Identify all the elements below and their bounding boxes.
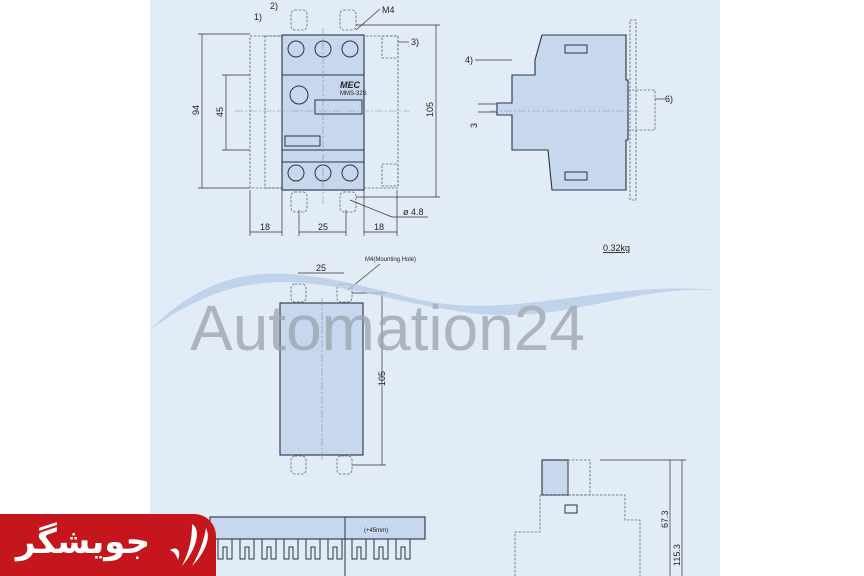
side-view: 4) 6) 3 0.32kg xyxy=(465,19,673,253)
busbar-extension: (+45mm) xyxy=(364,528,388,534)
model-label: MMS-32S xyxy=(340,91,367,97)
dim-18-right: 18 xyxy=(374,222,384,232)
note-6: 6) xyxy=(665,94,673,104)
mounting-view: 25 M4(Mounting Hole) 105 xyxy=(279,257,416,475)
dim-67-3: 67.3 xyxy=(660,510,670,528)
mounting-hole-label: M4(Mounting Hole) xyxy=(365,257,416,263)
bottom-side-view: 67.3 115.3 xyxy=(514,459,686,576)
note-4: 4) xyxy=(465,55,473,65)
dim-18-left: 18 xyxy=(260,222,270,232)
m4-label: M4 xyxy=(382,5,395,15)
mount-dim-105: 105 xyxy=(377,371,387,386)
dim-25: 25 xyxy=(318,222,328,232)
note-3: 3) xyxy=(411,37,419,47)
dim-45: 45 xyxy=(215,107,225,117)
site-badge: جویشگر xyxy=(0,514,216,576)
dim-115-3: 115.3 xyxy=(672,544,682,566)
note-1: 1) xyxy=(254,12,262,22)
badge-logo-icon xyxy=(170,524,208,566)
front-view: MEC MMS-32S 94 45 105 18 25 18 ø 4.8 1) … xyxy=(191,1,440,236)
note-2: 2) xyxy=(270,1,278,11)
watermark-text: Automation24 xyxy=(190,292,585,364)
dim-105: 105 xyxy=(425,102,435,117)
mount-dim-25: 25 xyxy=(316,263,326,273)
busbar-view: (+45mm) xyxy=(209,516,426,576)
watermark: Automation24 xyxy=(150,273,720,364)
dim-94: 94 xyxy=(191,105,201,115)
dim-3: 3 xyxy=(469,123,479,128)
weight-label: 0.32kg xyxy=(603,243,630,253)
dim-hole: ø 4.8 xyxy=(403,207,424,217)
badge-text: جویشگر xyxy=(16,522,151,562)
terminal-screws-bottom xyxy=(287,164,359,182)
brand-logo: MEC xyxy=(340,80,361,90)
